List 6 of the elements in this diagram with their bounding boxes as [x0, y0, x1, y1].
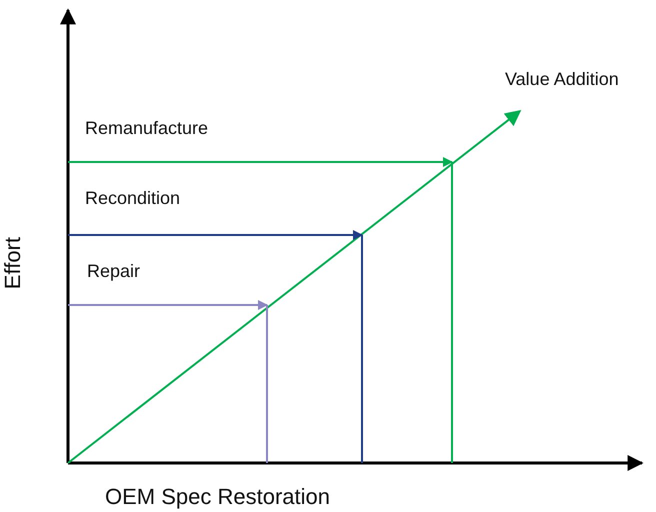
- axis-title: Effort: [2, 237, 24, 290]
- diagonal-label: Value Addition: [505, 70, 619, 88]
- level-label: Remanufacture: [85, 119, 208, 137]
- axis-title: OEM Spec Restoration: [105, 486, 330, 508]
- level-label: Repair: [87, 262, 140, 280]
- level-label: Recondition: [85, 189, 180, 207]
